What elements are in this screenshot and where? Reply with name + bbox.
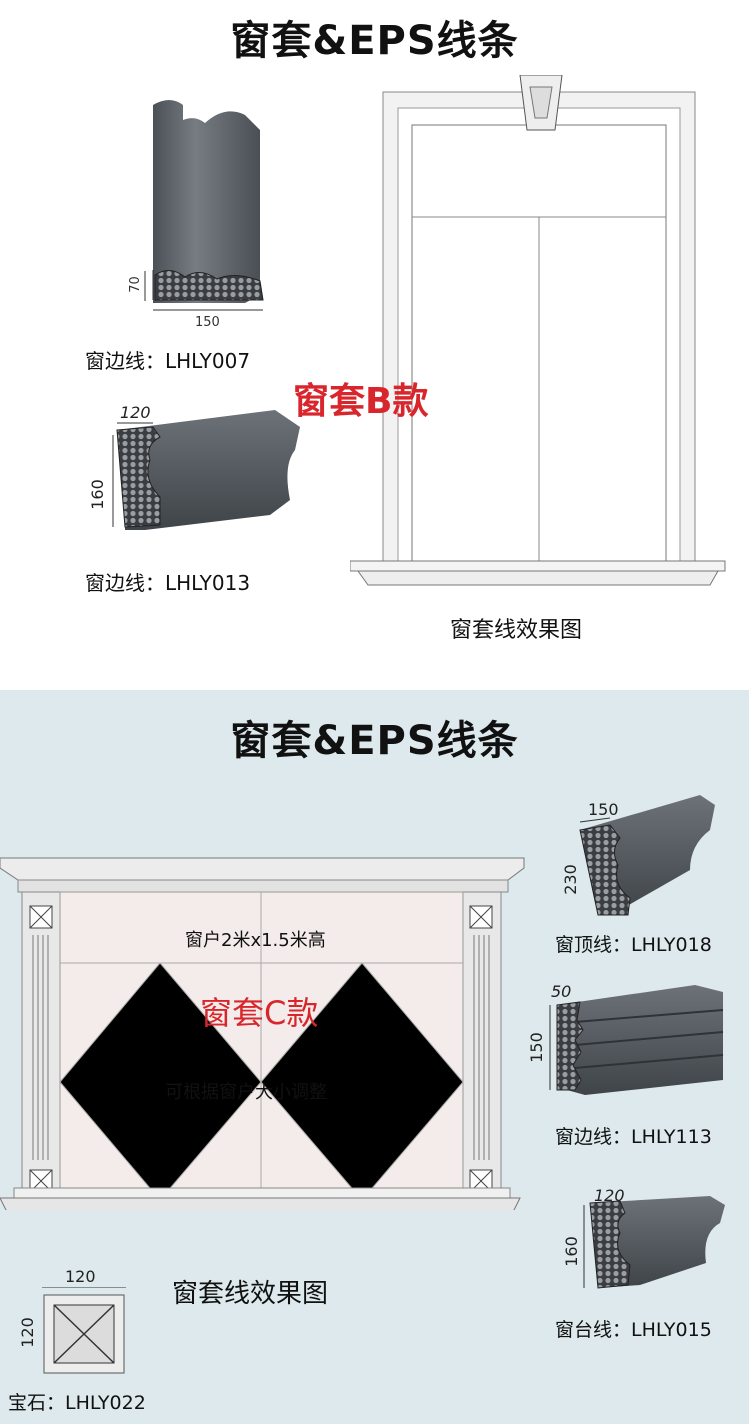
keystone-width: 120 xyxy=(65,1267,96,1286)
bottom-section: 窗套&EPS线条 窗户2米x1.5米高 xyxy=(0,690,749,1424)
keystone-image xyxy=(42,1287,126,1374)
profile-lhly013-height: 160 xyxy=(87,479,107,510)
top-caption: 窗套线效果图 xyxy=(450,618,583,643)
profile-lhly018-image xyxy=(579,795,715,916)
profile-lhly015-image xyxy=(583,1196,725,1289)
profile-lhly013-width: 120 xyxy=(120,403,151,422)
keystone-label: 宝石：LHLY022 xyxy=(8,1392,146,1414)
profile-lhly113-image xyxy=(549,985,724,1095)
profile-lhly015-width: 120 xyxy=(594,1186,625,1205)
bottom-caption: 窗套线效果图 xyxy=(172,1279,329,1309)
profile-lhly007-label: 窗边线：LHLY007 xyxy=(85,349,251,373)
profile-lhly018-height: 230 xyxy=(560,864,580,895)
profile-lhly018-width: 150 xyxy=(588,800,619,819)
profile-lhly007-width: 150 xyxy=(195,315,220,330)
profile-lhly113-height: 150 xyxy=(526,1032,546,1063)
top-section: 窗套&EPS线条 70 150 窗边线：LHLY007 120 160 窗边线：… xyxy=(0,0,749,690)
window-size-note: 窗户2米x1.5米高 xyxy=(185,930,326,951)
profile-lhly013-image xyxy=(112,410,300,530)
profile-lhly013-label: 窗边线：LHLY013 xyxy=(85,571,251,595)
profile-lhly015-height: 160 xyxy=(561,1236,581,1267)
profile-lhly007-height: 70 xyxy=(127,276,143,293)
profile-lhly007-image xyxy=(144,100,264,311)
window-b-illustration xyxy=(350,75,726,586)
window-c-illustration xyxy=(0,857,525,1210)
profile-lhly113-label: 窗边线：LHLY113 xyxy=(555,1126,712,1148)
style-b-name: 窗套B款 xyxy=(293,381,429,422)
profile-lhly113-width: 50 xyxy=(551,982,572,1001)
style-c-name: 窗套C款 xyxy=(200,994,319,1032)
profile-lhly018-label: 窗顶线：LHLY018 xyxy=(555,934,712,956)
profile-lhly015-label: 窗台线：LHLY015 xyxy=(555,1319,712,1341)
adjust-note: 可根据窗户大小调整 xyxy=(165,1082,327,1103)
top-title: 窗套&EPS线条 xyxy=(230,18,519,64)
bottom-title: 窗套&EPS线条 xyxy=(230,718,519,764)
keystone-height: 120 xyxy=(17,1317,37,1348)
